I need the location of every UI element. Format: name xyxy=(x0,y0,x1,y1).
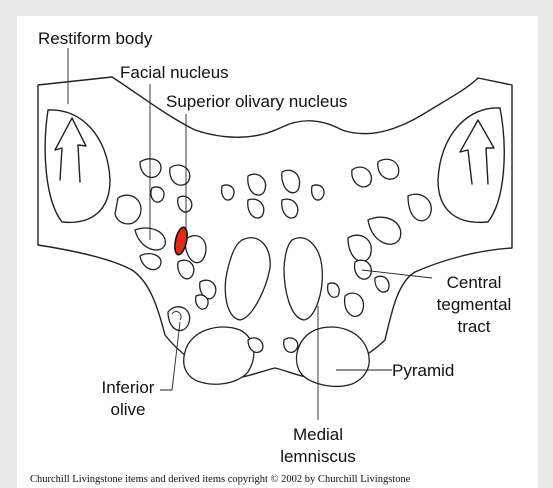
olive-fragment xyxy=(194,294,209,310)
restiform-arrow-left xyxy=(54,117,87,183)
label-central-tegmental-tract-3: tract xyxy=(457,317,490,336)
tegmentum-structure xyxy=(377,158,400,180)
label-inferior-olive-1: Inferior xyxy=(102,378,155,397)
figure-panel xyxy=(17,16,538,488)
inferior-olive-left xyxy=(167,306,191,332)
copyright-notice: Churchill Livingstone items and derived … xyxy=(30,474,411,485)
tegmentum-structure xyxy=(150,186,165,203)
tegmentum-structure xyxy=(281,169,301,194)
tegmentum-structure xyxy=(374,275,390,293)
pyramid-right xyxy=(295,326,370,387)
tegmentum-structure xyxy=(139,158,162,179)
medial-lemniscus-left xyxy=(224,237,271,321)
tegmentum-structure xyxy=(139,252,162,271)
tegmentum-structure xyxy=(247,198,265,219)
tegmentum-structure xyxy=(247,337,264,354)
tegmentum-structure xyxy=(351,166,373,188)
label-pyramid: Pyramid xyxy=(392,361,454,380)
tegmentum-structure xyxy=(177,195,193,213)
label-superior-olivary-nucleus: Superior olivary nucleus xyxy=(166,92,347,111)
label-restiform-body: Restiform body xyxy=(38,29,153,48)
tegmentum-structure xyxy=(367,216,402,245)
brainstem-outline xyxy=(37,76,513,380)
label-facial-nucleus: Facial nucleus xyxy=(120,63,229,82)
tegmentum-structure xyxy=(220,184,235,201)
medial-lemniscus-right xyxy=(283,237,323,321)
tegmentum-structure xyxy=(310,184,325,201)
leader-central-tegmental xyxy=(361,269,433,279)
tegmentum-structure xyxy=(199,279,217,300)
tegmentum-structure xyxy=(281,198,299,219)
restiform-arrow-right xyxy=(459,119,495,185)
label-medial-lemniscus-1: Medial xyxy=(293,425,343,444)
tegmentum-structure xyxy=(114,194,142,225)
tegmentum-structure xyxy=(184,235,207,264)
tegmentum-structure xyxy=(283,337,299,354)
tegmentum-structure xyxy=(177,259,195,280)
restiform-body-left xyxy=(44,109,111,224)
tegmentum-structure xyxy=(169,164,191,186)
tegmentum-structure xyxy=(407,193,432,222)
pyramid-left xyxy=(183,326,255,385)
label-central-tegmental-tract-2: tegmental xyxy=(437,295,512,314)
superior-olivary-nucleus-highlight xyxy=(174,226,188,256)
label-inferior-olive-2: olive xyxy=(111,400,146,419)
restiform-body-right xyxy=(437,107,505,224)
inferior-olive-right xyxy=(343,292,365,317)
label-medial-lemniscus-2: lemniscus xyxy=(280,447,356,466)
label-central-tegmental-tract-1: Central xyxy=(447,273,502,292)
leader-inferior-olive xyxy=(160,321,181,391)
tegmentum-structure xyxy=(347,234,372,263)
tegmentum-structure xyxy=(326,282,340,298)
tegmentum-structure xyxy=(247,173,267,196)
